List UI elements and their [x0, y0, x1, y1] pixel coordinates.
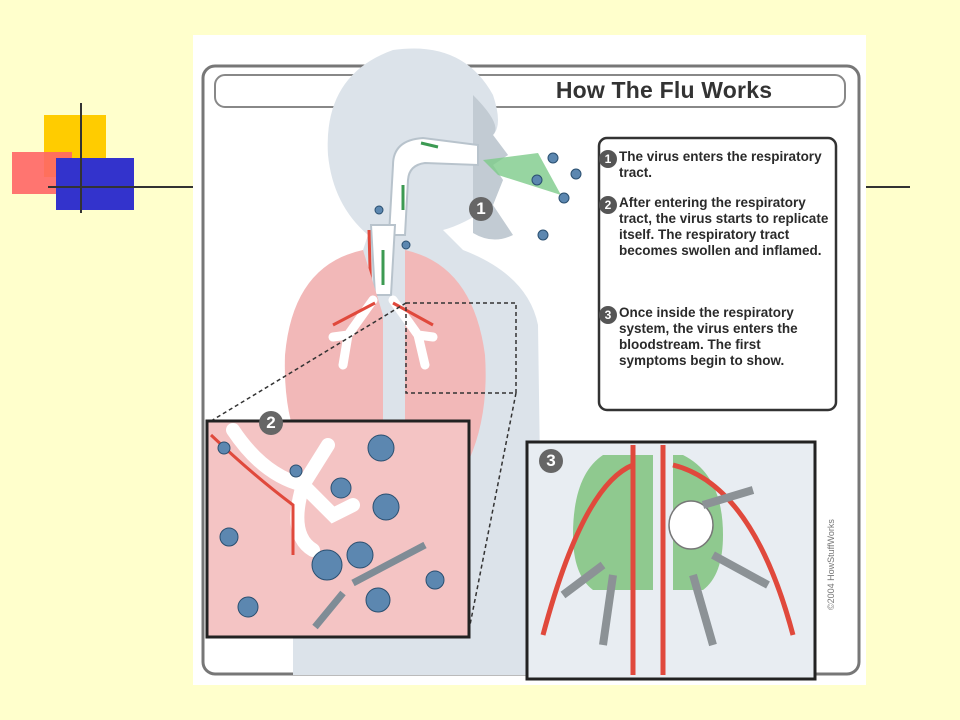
deco-blue-square — [56, 158, 134, 210]
virus-particle — [537, 229, 549, 241]
virus-particle — [374, 205, 384, 215]
virus-particle — [289, 464, 303, 478]
virus-particle — [547, 152, 559, 164]
virus-particle — [570, 168, 582, 180]
zoom-box — [405, 302, 517, 394]
step-3-number: 3 — [599, 306, 617, 324]
virus-particles — [217, 152, 582, 618]
step-2-text: After entering the respiratory tract, th… — [619, 195, 829, 258]
virus-particle — [237, 596, 259, 618]
steps-box — [597, 136, 838, 412]
virus-particle — [367, 434, 395, 462]
flu-infographic: How The Flu Works 1 The virus enters the… — [193, 35, 866, 685]
virus-particle — [558, 192, 570, 204]
inset-bronchiole — [226, 423, 360, 557]
virus-particle — [311, 549, 343, 581]
inset-heart — [668, 500, 714, 550]
step-2-number: 2 — [599, 196, 617, 214]
virus-particle — [217, 441, 231, 455]
body-inset — [525, 440, 817, 681]
airway-arrows — [381, 141, 439, 285]
virus-particle — [531, 174, 543, 186]
marker-2: 2 — [259, 411, 283, 435]
nasal-airway — [387, 136, 479, 236]
airflow-arrow — [483, 153, 561, 195]
virus-particle — [372, 493, 400, 521]
inset-spread-arrows — [560, 486, 770, 647]
virus-particle — [425, 570, 445, 590]
virus-particle — [346, 541, 374, 569]
step-1-text: The virus enters the respiratory tract. — [619, 149, 822, 180]
copyright-credit: ©2004 HowStuffWorks — [826, 519, 836, 610]
bronchi — [328, 295, 438, 370]
left-lung — [284, 250, 383, 455]
virus-particle — [365, 587, 391, 613]
marker-3: 3 — [539, 449, 563, 473]
virus-particle — [401, 240, 411, 250]
step-1-number: 1 — [599, 150, 617, 168]
marker-1: 1 — [469, 197, 493, 221]
inset-arrows — [312, 541, 427, 630]
steps-list: 1 The virus enters the respiratory tract… — [597, 135, 833, 407]
zoom-lines — [210, 302, 517, 636]
virus-particle — [330, 477, 352, 499]
virus-particle — [219, 527, 239, 547]
infographic-title: How The Flu Works — [555, 77, 773, 103]
step-3-text: Once inside the respiratory system, the … — [619, 305, 798, 368]
inset-blood-vessels — [540, 445, 796, 675]
